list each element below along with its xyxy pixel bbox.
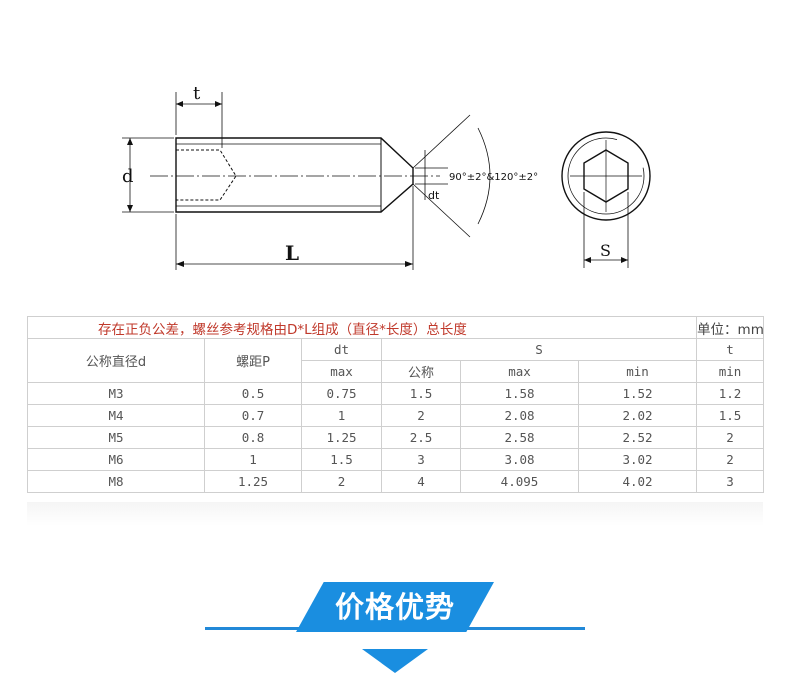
label-d: d bbox=[122, 166, 134, 187]
cell-s-nominal: 4 bbox=[381, 470, 461, 493]
cell-s-nominal: 1.5 bbox=[381, 382, 461, 405]
cell-s-max: 1.58 bbox=[460, 382, 579, 405]
cell-pitch: 1.25 bbox=[204, 470, 302, 493]
table-row: M8 1.25 2 4 4.095 4.02 3 bbox=[27, 470, 765, 493]
cell-t-min: 1.2 bbox=[696, 382, 765, 405]
cell-s-min: 2.52 bbox=[577, 426, 698, 449]
cell-s-min: 3.02 bbox=[577, 448, 698, 471]
header-nominal-diameter: 公称直径d bbox=[27, 338, 205, 383]
cell-s-min: 2.02 bbox=[577, 404, 698, 427]
cell-s-max: 4.095 bbox=[460, 470, 579, 493]
table-row: M5 0.8 1.25 2.5 2.58 2.52 2 bbox=[27, 426, 765, 449]
header-pitch: 螺距P bbox=[204, 338, 302, 383]
chevron-down-icon bbox=[362, 649, 428, 673]
cell-pitch: 1 bbox=[204, 448, 302, 471]
cell-t-min: 1.5 bbox=[696, 404, 765, 427]
cell-dt-max: 2 bbox=[301, 470, 382, 493]
cell-s-nominal: 2 bbox=[381, 404, 461, 427]
price-advantage-banner: 价格优势 bbox=[0, 572, 790, 674]
cell-size: M4 bbox=[27, 404, 205, 427]
label-L: L bbox=[285, 241, 299, 265]
end-view-outline bbox=[561, 131, 651, 221]
cell-s-max: 2.08 bbox=[460, 404, 579, 427]
label-dt: dt bbox=[428, 189, 440, 202]
table-row: M6 1 1.5 3 3.08 3.02 2 bbox=[27, 448, 765, 471]
cell-size: M5 bbox=[27, 426, 205, 449]
cell-s-max: 3.08 bbox=[460, 448, 579, 471]
cell-size: M8 bbox=[27, 470, 205, 493]
header-t: t bbox=[696, 338, 765, 361]
header-s: S bbox=[380, 338, 698, 361]
cell-dt-max: 1.25 bbox=[301, 426, 382, 449]
table-shadow bbox=[27, 502, 763, 526]
cell-pitch: 0.7 bbox=[204, 404, 302, 427]
spec-table: 存在正负公差，螺丝参考规格由D*L组成（直径*长度）总长度 单位：mm 公称直径… bbox=[26, 316, 765, 493]
header-dt-max: max bbox=[301, 360, 382, 383]
table-row: M3 0.5 0.75 1.5 1.58 1.52 1.2 bbox=[27, 382, 765, 405]
cell-s-nominal: 3 bbox=[381, 448, 461, 471]
label-t: t bbox=[193, 83, 201, 104]
cell-s-nominal: 2.5 bbox=[381, 426, 461, 449]
cell-pitch: 0.5 bbox=[204, 382, 302, 405]
cell-pitch: 0.8 bbox=[204, 426, 302, 449]
header-s-max: max bbox=[460, 360, 579, 383]
cell-dt-max: 0.75 bbox=[301, 382, 382, 405]
tolerance-note: 存在正负公差，螺丝参考规格由D*L组成（直径*长度）总长度 bbox=[26, 316, 698, 339]
cell-size: M6 bbox=[27, 448, 205, 471]
header-t-min: min bbox=[696, 360, 765, 383]
cell-size: M3 bbox=[27, 382, 205, 405]
cell-s-min: 1.52 bbox=[577, 382, 698, 405]
cell-s-max: 2.58 bbox=[460, 426, 579, 449]
banner-title-box bbox=[296, 582, 494, 632]
unit-label: 单位：mm bbox=[696, 316, 765, 339]
header-s-min: min bbox=[577, 360, 698, 383]
header-dt: dt bbox=[301, 338, 382, 361]
cell-t-min: 2 bbox=[696, 426, 765, 449]
cell-t-min: 3 bbox=[696, 470, 765, 493]
label-angle: 90°±2°&120°±2° bbox=[449, 172, 538, 183]
label-s: S bbox=[600, 241, 611, 260]
cell-t-min: 2 bbox=[696, 448, 765, 471]
cell-dt-max: 1.5 bbox=[301, 448, 382, 471]
banner-title: 价格优势 bbox=[334, 590, 455, 624]
cell-s-min: 4.02 bbox=[577, 470, 698, 493]
header-s-nominal: 公称 bbox=[381, 360, 461, 383]
technical-drawing: t d L S 90°±2°&120°±2° dt bbox=[122, 83, 651, 270]
table-row: M4 0.7 1 2 2.08 2.02 1.5 bbox=[27, 404, 765, 427]
cell-dt-max: 1 bbox=[301, 404, 382, 427]
screw-outline bbox=[175, 137, 414, 213]
